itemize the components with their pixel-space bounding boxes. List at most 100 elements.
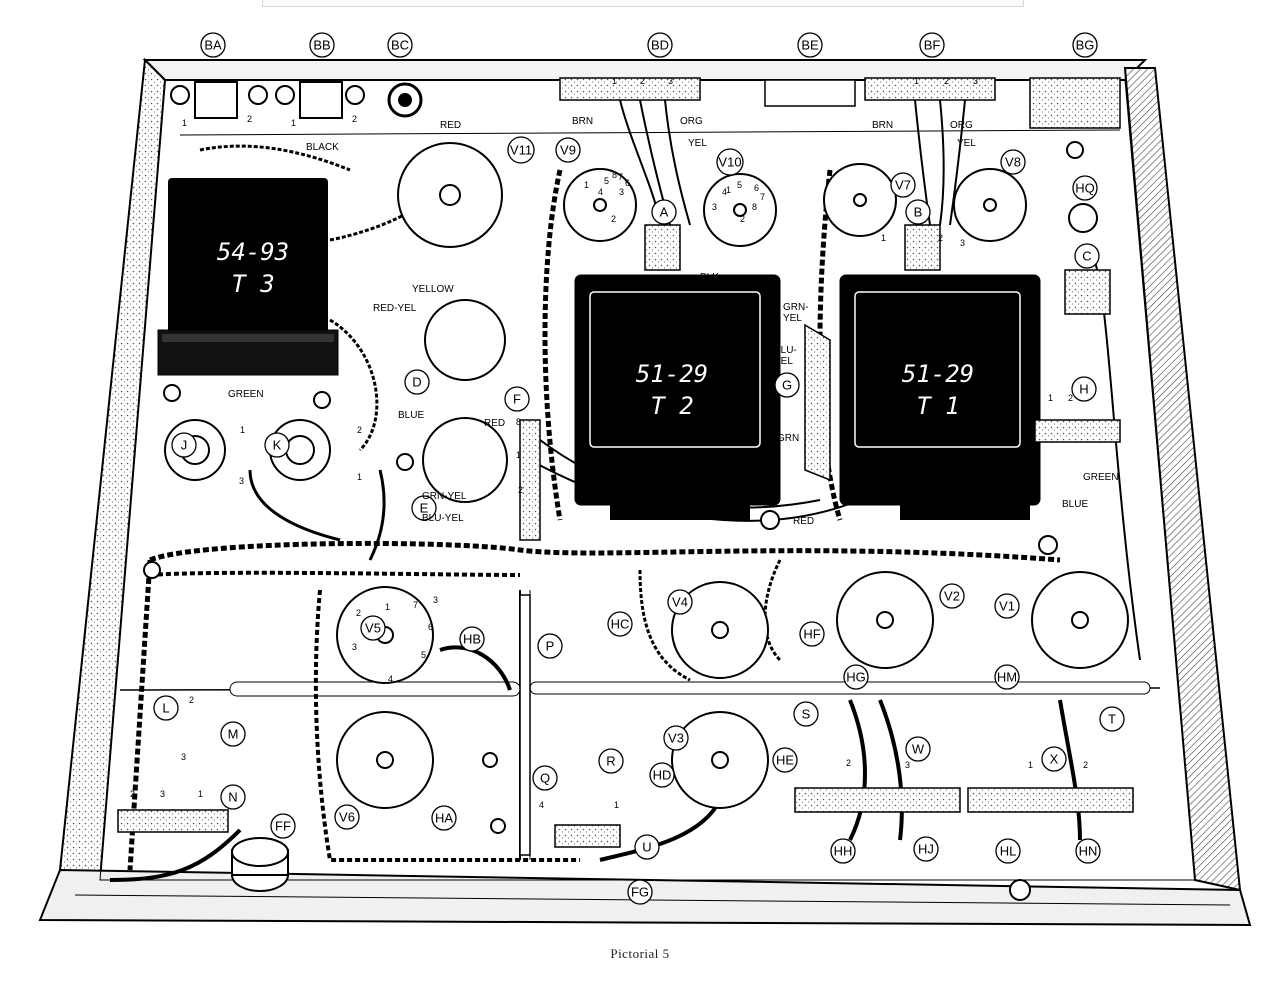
pin-number: 1 [914, 76, 919, 86]
pin-number: 1 [182, 118, 187, 128]
wire-label: BLU [714, 510, 733, 521]
callout-s: S [793, 701, 819, 727]
svg-text:V8: V8 [1005, 155, 1021, 170]
svg-text:V2: V2 [944, 589, 960, 604]
pin-number: 7 [618, 172, 623, 182]
pin-number: 4 [539, 800, 544, 810]
wire-label: BLK [700, 272, 719, 283]
svg-text:BE: BE [801, 38, 819, 53]
pin-number: 2 [518, 485, 523, 495]
pin-number: 1 [516, 450, 521, 460]
wire-label: BRN [572, 116, 593, 127]
svg-text:D: D [412, 375, 421, 390]
pin-number: 2 [352, 114, 357, 124]
svg-text:V4: V4 [672, 595, 688, 610]
svg-text:R: R [606, 754, 615, 769]
transformer-t1-model: 51-29 [902, 360, 974, 388]
transformer-t1: 51-29 T 1 [839, 274, 1041, 520]
wire-label: BLACK [306, 142, 339, 153]
svg-text:V5: V5 [365, 621, 381, 636]
wire-label: BLK [865, 274, 884, 285]
callout-t: T [1099, 706, 1125, 732]
callout-bb: BB [309, 32, 335, 58]
pin-number: 6 [428, 622, 433, 632]
callout-r: R [598, 748, 624, 774]
pin-number: 6 [625, 178, 630, 188]
pin-number: 2 [611, 214, 616, 224]
pin-number: 2 [247, 114, 252, 124]
svg-text:V10: V10 [718, 155, 741, 170]
pin-number: 3 [668, 76, 673, 86]
callout-hn: HN [1075, 838, 1101, 864]
wire-label: GREEN [1083, 472, 1119, 483]
wire-label: BLU-YEL [774, 345, 797, 367]
svg-text:L: L [162, 701, 169, 716]
callout-hm: HM [994, 664, 1020, 690]
callout-v3: V3 [663, 725, 689, 751]
wire-label: ORG [680, 116, 703, 127]
svg-text:HD: HD [653, 768, 672, 783]
svg-text:S: S [802, 707, 811, 722]
transformer-t3-model: 54-93 [217, 238, 289, 266]
svg-text:H: H [1079, 382, 1088, 397]
top-border-strip [262, 0, 1024, 7]
callout-w: W [905, 736, 931, 762]
wire-label: RED [440, 120, 461, 131]
pin-number: 3 [239, 476, 244, 486]
svg-text:V1: V1 [999, 599, 1015, 614]
callout-h: H [1071, 376, 1097, 402]
wire-label: YEL [957, 138, 976, 149]
callout-f: F [504, 386, 530, 412]
svg-text:A: A [660, 205, 669, 220]
wire-label: YEL [688, 138, 707, 149]
callout-v8: V8 [1000, 149, 1026, 175]
wire-label: RED [793, 516, 814, 527]
pin-number: 5 [421, 650, 426, 660]
transformer-t1-designator: T 1 [916, 392, 959, 420]
pin-number: 1 [198, 789, 203, 799]
callout-ba: BA [200, 32, 226, 58]
transformer-t3-designator: T 3 [231, 270, 274, 298]
terminal-strips [117, 224, 1134, 856]
callout-q: Q [532, 765, 558, 791]
callout-v1: V1 [994, 593, 1020, 619]
callout-a: A [651, 199, 677, 225]
svg-text:HH: HH [834, 844, 853, 859]
pin-number: 2 [189, 695, 194, 705]
callout-v5: V5 [360, 615, 386, 641]
svg-text:K: K [273, 438, 282, 453]
pin-number: 1 [726, 185, 731, 195]
pin-number: 5 [604, 176, 609, 186]
pin-number: 1 [291, 118, 296, 128]
callout-hf: HF [799, 621, 825, 647]
callout-fg: FG [627, 879, 653, 905]
pin-number: 4 [388, 674, 393, 684]
svg-text:BA: BA [204, 38, 222, 53]
pin-number: 1 [357, 472, 362, 482]
wire-label: YELLOW [412, 284, 454, 295]
pin-number: 2 [740, 214, 745, 224]
callout-n: N [220, 784, 246, 810]
svg-text:X: X [1050, 752, 1059, 767]
callout-p: P [537, 633, 563, 659]
wire-label: RED [484, 418, 505, 429]
callout-hl: HL [995, 838, 1021, 864]
wire-label: BLUE [1062, 499, 1088, 510]
pin-number: 2 [640, 76, 645, 86]
wire-label: RED-YEL [373, 303, 417, 314]
callout-hb: HB [459, 626, 485, 652]
transformer-t2: 51-29 T 2 [574, 274, 781, 520]
svg-text:BD: BD [651, 38, 669, 53]
callout-hq: HQ [1072, 175, 1098, 201]
pin-number: 7 [413, 600, 418, 610]
callout-x: X [1041, 746, 1067, 772]
svg-text:T: T [1108, 712, 1116, 727]
callout-bg: BG [1072, 32, 1098, 58]
wire-label: BLUE [398, 410, 424, 421]
svg-text:HC: HC [611, 617, 630, 632]
callout-he: HE [772, 747, 798, 773]
pin-number: 2 [357, 425, 362, 435]
wire-label: GRN-YEL [422, 491, 467, 502]
pin-number: 4 [598, 187, 603, 197]
pin-number: 1 [240, 425, 245, 435]
